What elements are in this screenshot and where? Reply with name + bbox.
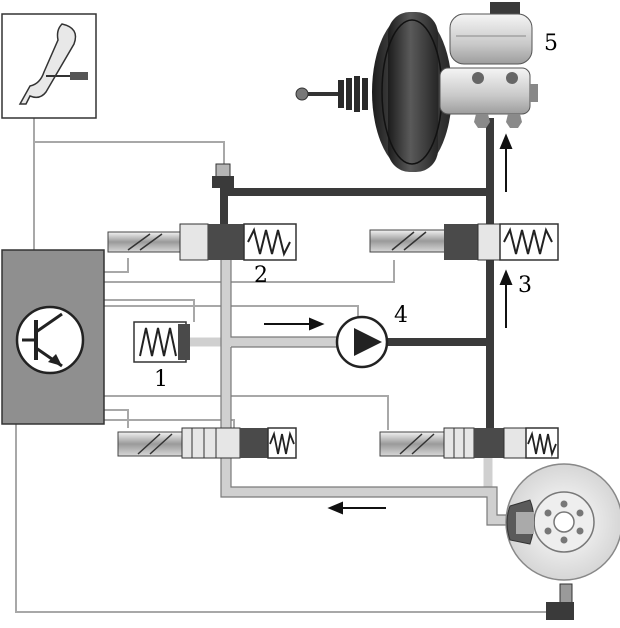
label-pump: 4 — [394, 303, 408, 328]
electrical-wires — [15, 118, 548, 613]
brake-pedal-icon — [18, 23, 88, 105]
pump-icon — [335, 315, 389, 369]
transistor-icon — [15, 305, 85, 375]
master-cylinder-icon — [439, 2, 538, 128]
pressure-lines — [220, 118, 494, 434]
valve-inlet-rear — [369, 223, 559, 261]
brake-booster-icon — [295, 12, 452, 172]
flow-arrow-icon — [264, 133, 513, 515]
accumulator-icon — [133, 321, 190, 363]
ecu — [1, 249, 105, 425]
label-master-cylinder: 5 — [544, 31, 558, 56]
valve-outlet-rear — [379, 427, 559, 459]
label-pressure-line: 3 — [518, 273, 532, 298]
return-lines-outline — [220, 258, 520, 526]
brake-disc-icon — [505, 463, 620, 581]
pressure-sensor-icon — [212, 163, 234, 188]
return-lines — [188, 258, 520, 525]
valve-inlet-front — [107, 223, 297, 261]
wheel-speed-sensor-icon — [546, 583, 574, 620]
label-accumulator: 1 — [154, 367, 168, 392]
label-inlet-valve: 2 — [254, 263, 268, 288]
valve-outlet-front — [117, 427, 297, 459]
brake-pedal — [1, 13, 97, 119]
